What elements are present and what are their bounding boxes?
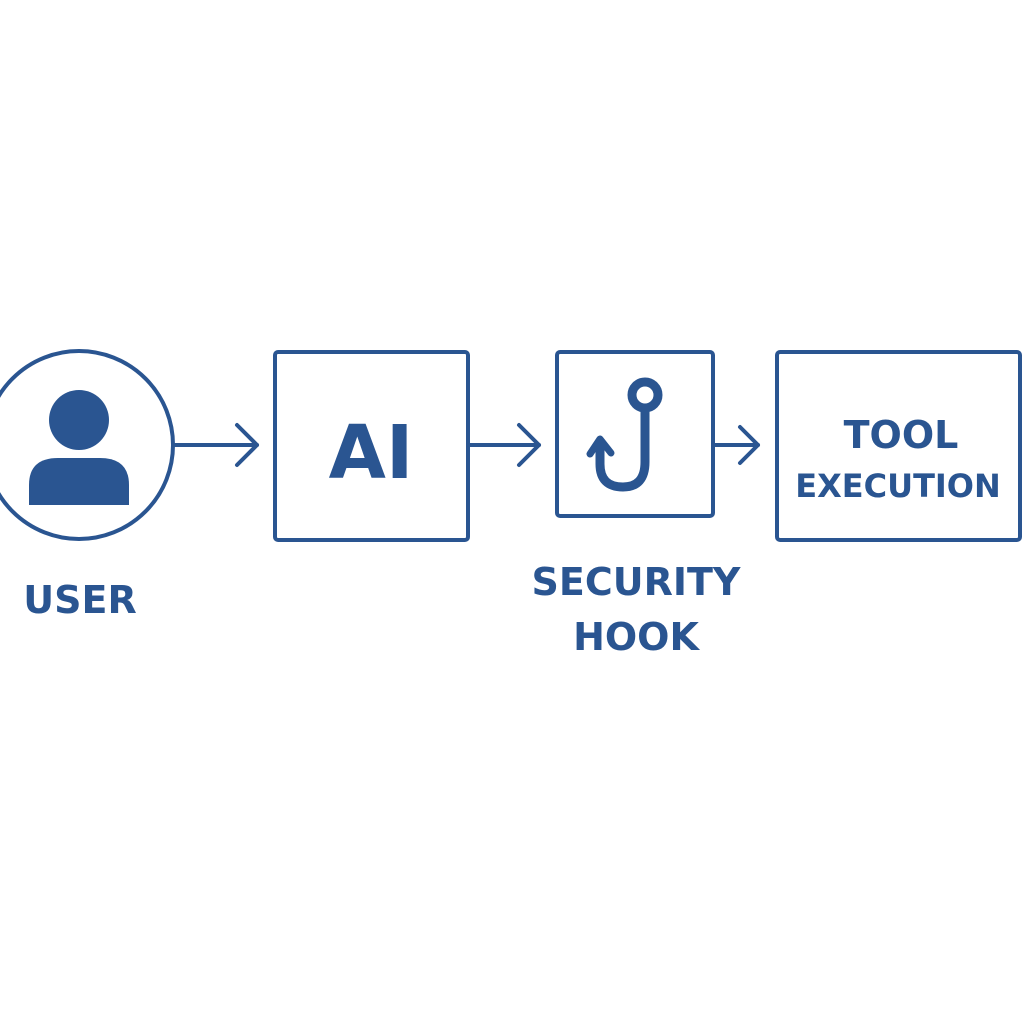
ai-label: AI	[329, 410, 414, 496]
arrow-user-to-ai	[171, 423, 259, 467]
arrow-security-hook-to-tool-execution	[711, 425, 760, 465]
tool-execution-label-line1: TOOL	[844, 413, 959, 457]
user-icon	[29, 390, 129, 505]
user-label: USER	[23, 578, 136, 622]
tool-execution-node-box	[775, 350, 1022, 542]
security-hook-label-line1: SECURITY	[532, 560, 741, 604]
user-node	[0, 349, 175, 541]
hook-icon	[586, 377, 663, 492]
arrow-ai-to-security-hook	[466, 423, 541, 467]
security-hook-node-box	[555, 350, 715, 518]
tool-execution-label-line2: EXECUTION	[795, 467, 1001, 505]
security-hook-label-line2: HOOK	[573, 615, 700, 659]
